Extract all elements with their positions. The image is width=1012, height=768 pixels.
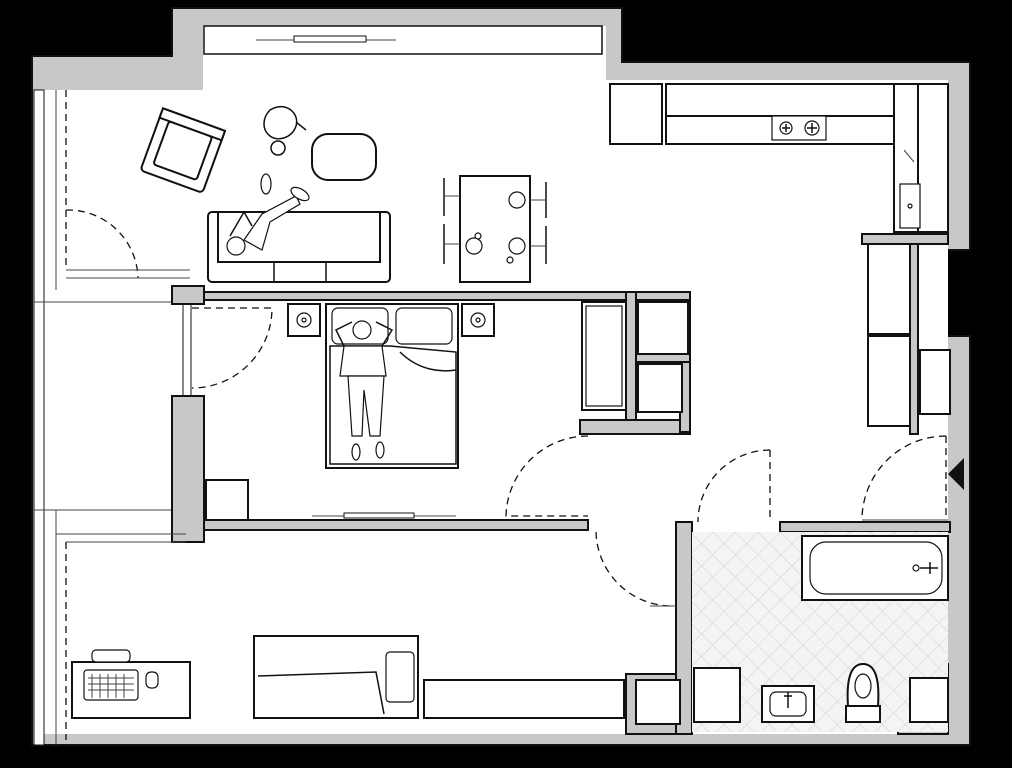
washing-machine bbox=[693, 667, 741, 723]
desk-with-typewriter bbox=[71, 649, 191, 719]
nightstand-left bbox=[287, 303, 321, 337]
balcony-glazing bbox=[33, 89, 192, 746]
nightstand-right bbox=[461, 303, 495, 337]
person-in-bed bbox=[334, 320, 394, 461]
entrance-door bbox=[861, 435, 948, 521]
bedroom-door-swing bbox=[191, 307, 273, 389]
bathtub bbox=[801, 535, 949, 601]
window-top bbox=[203, 25, 603, 55]
hall-door-swings bbox=[505, 435, 771, 607]
sliding-door-bedroom bbox=[312, 512, 456, 519]
hall-storage-boxes bbox=[637, 301, 689, 413]
hall-wardrobes bbox=[867, 243, 951, 427]
bedroom-wardrobe bbox=[581, 301, 627, 411]
coffee-table bbox=[311, 133, 377, 181]
storage-niche-right bbox=[909, 677, 949, 723]
person-on-sofa bbox=[226, 173, 310, 256]
bathroom-sink bbox=[761, 685, 815, 723]
armchair bbox=[140, 107, 227, 193]
kitchen-sink bbox=[899, 149, 921, 229]
toilet bbox=[845, 662, 881, 723]
study-window-frame bbox=[56, 533, 186, 740]
study-bench bbox=[423, 679, 625, 719]
bedroom-cabinet bbox=[205, 479, 249, 521]
stove-cooktop bbox=[771, 115, 827, 141]
triangle-arrow-left-icon bbox=[948, 458, 964, 490]
single-bed bbox=[253, 635, 419, 719]
double-bed bbox=[325, 303, 459, 469]
dining-table bbox=[443, 175, 547, 283]
storage-niche-left bbox=[635, 679, 681, 725]
balcony-door-swing bbox=[65, 90, 190, 279]
dog-figure bbox=[263, 105, 307, 156]
